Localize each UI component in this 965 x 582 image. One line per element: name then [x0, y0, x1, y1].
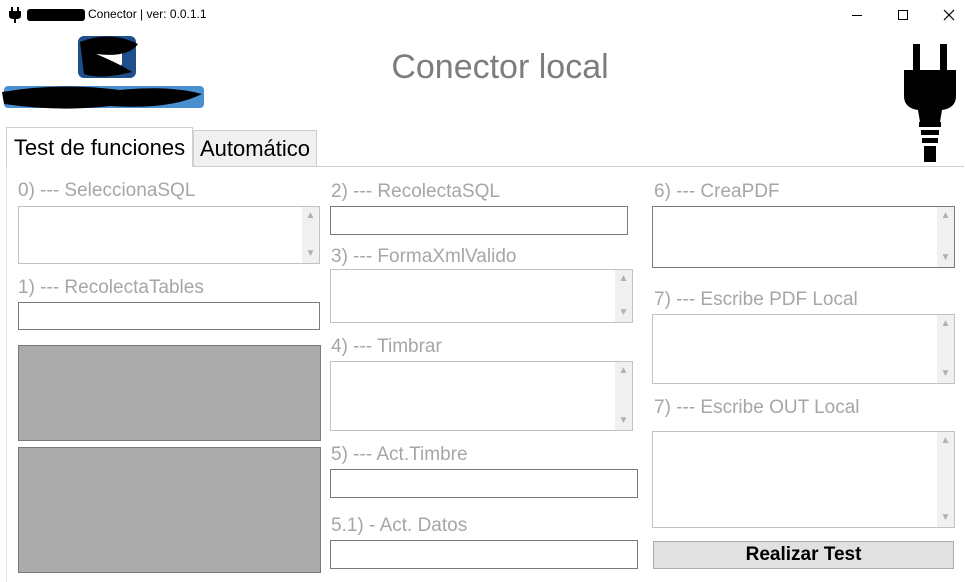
scroll-down-icon[interactable]: ▼ — [940, 252, 951, 263]
crea-pdf-textarea[interactable]: ▲▼ — [652, 206, 955, 268]
scrollbar[interactable]: ▲▼ — [302, 207, 319, 263]
scrollbar[interactable]: ▲▼ — [615, 270, 632, 322]
company-logo — [2, 36, 204, 109]
run-test-button[interactable]: Realizar Test — [653, 541, 954, 569]
forma-xml-valido-textarea[interactable]: ▲▼ — [330, 269, 633, 323]
plug-icon — [9, 7, 21, 23]
window-title: Conector | ver: 0.0.1.1 — [88, 7, 207, 21]
field-label-selecciona-sql: 0) --- SeleccionaSQL — [18, 180, 196, 201]
scroll-down-icon[interactable]: ▼ — [618, 307, 629, 318]
close-button[interactable] — [926, 0, 965, 30]
recolecta-tables-input[interactable] — [18, 302, 320, 330]
scroll-down-icon[interactable]: ▼ — [940, 368, 951, 379]
tab-panel-test — [6, 166, 964, 582]
scroll-up-icon[interactable]: ▲ — [940, 435, 951, 446]
recolecta-sql-input[interactable] — [330, 206, 628, 235]
field-label-timbrar: 4) --- Timbrar — [331, 336, 442, 357]
tab-test-functions[interactable]: Test de funciones — [6, 127, 193, 167]
maximize-button[interactable] — [880, 0, 926, 30]
scrollbar[interactable]: ▲▼ — [615, 362, 632, 430]
minimize-icon — [852, 15, 862, 16]
scroll-up-icon[interactable]: ▲ — [940, 318, 951, 329]
field-label-escribe-out-local: 7) --- Escribe OUT Local — [654, 397, 860, 418]
scroll-up-icon[interactable]: ▲ — [618, 273, 629, 284]
redacted-app-name — [27, 9, 85, 21]
scroll-down-icon[interactable]: ▼ — [305, 248, 316, 259]
power-plug-icon — [904, 44, 956, 162]
field-label-crea-pdf: 6) --- CreaPDF — [654, 181, 780, 202]
scroll-down-icon[interactable]: ▼ — [618, 415, 629, 426]
escribe-out-local-textarea[interactable]: ▲▼ — [652, 431, 955, 528]
scrollbar[interactable]: ▲▼ — [937, 432, 954, 527]
minimize-button[interactable] — [834, 0, 880, 30]
scroll-up-icon[interactable]: ▲ — [940, 210, 951, 221]
page-title: Conector local — [391, 48, 609, 86]
scrollbar[interactable]: ▲▼ — [937, 315, 954, 383]
scrollbar[interactable]: ▲▼ — [937, 207, 954, 267]
scroll-up-icon[interactable]: ▲ — [305, 210, 316, 221]
scroll-down-icon[interactable]: ▼ — [940, 512, 951, 523]
preview-panel-2 — [18, 447, 321, 573]
field-label-act-datos: 5.1) - Act. Datos — [331, 515, 468, 536]
field-label-act-timbre: 5) --- Act.Timbre — [331, 444, 468, 465]
selecciona-sql-textarea[interactable]: ▲▼ — [18, 206, 320, 264]
field-label-forma-xml-valido: 3) --- FormaXmlValido — [331, 246, 517, 267]
act-datos-input[interactable] — [330, 540, 638, 569]
escribe-pdf-local-textarea[interactable]: ▲▼ — [652, 314, 955, 384]
maximize-icon — [898, 10, 908, 20]
tab-automatic[interactable]: Automático — [193, 130, 317, 166]
field-label-escribe-pdf-local: 7) --- Escribe PDF Local — [654, 289, 858, 310]
close-icon — [943, 9, 955, 21]
preview-panel-1 — [18, 345, 321, 441]
field-label-recolecta-tables: 1) --- RecolectaTables — [18, 277, 204, 298]
field-label-recolecta-sql: 2) --- RecolectaSQL — [331, 181, 500, 202]
scroll-up-icon[interactable]: ▲ — [618, 365, 629, 376]
act-timbre-input[interactable] — [330, 469, 638, 498]
timbrar-textarea[interactable]: ▲▼ — [330, 361, 633, 431]
